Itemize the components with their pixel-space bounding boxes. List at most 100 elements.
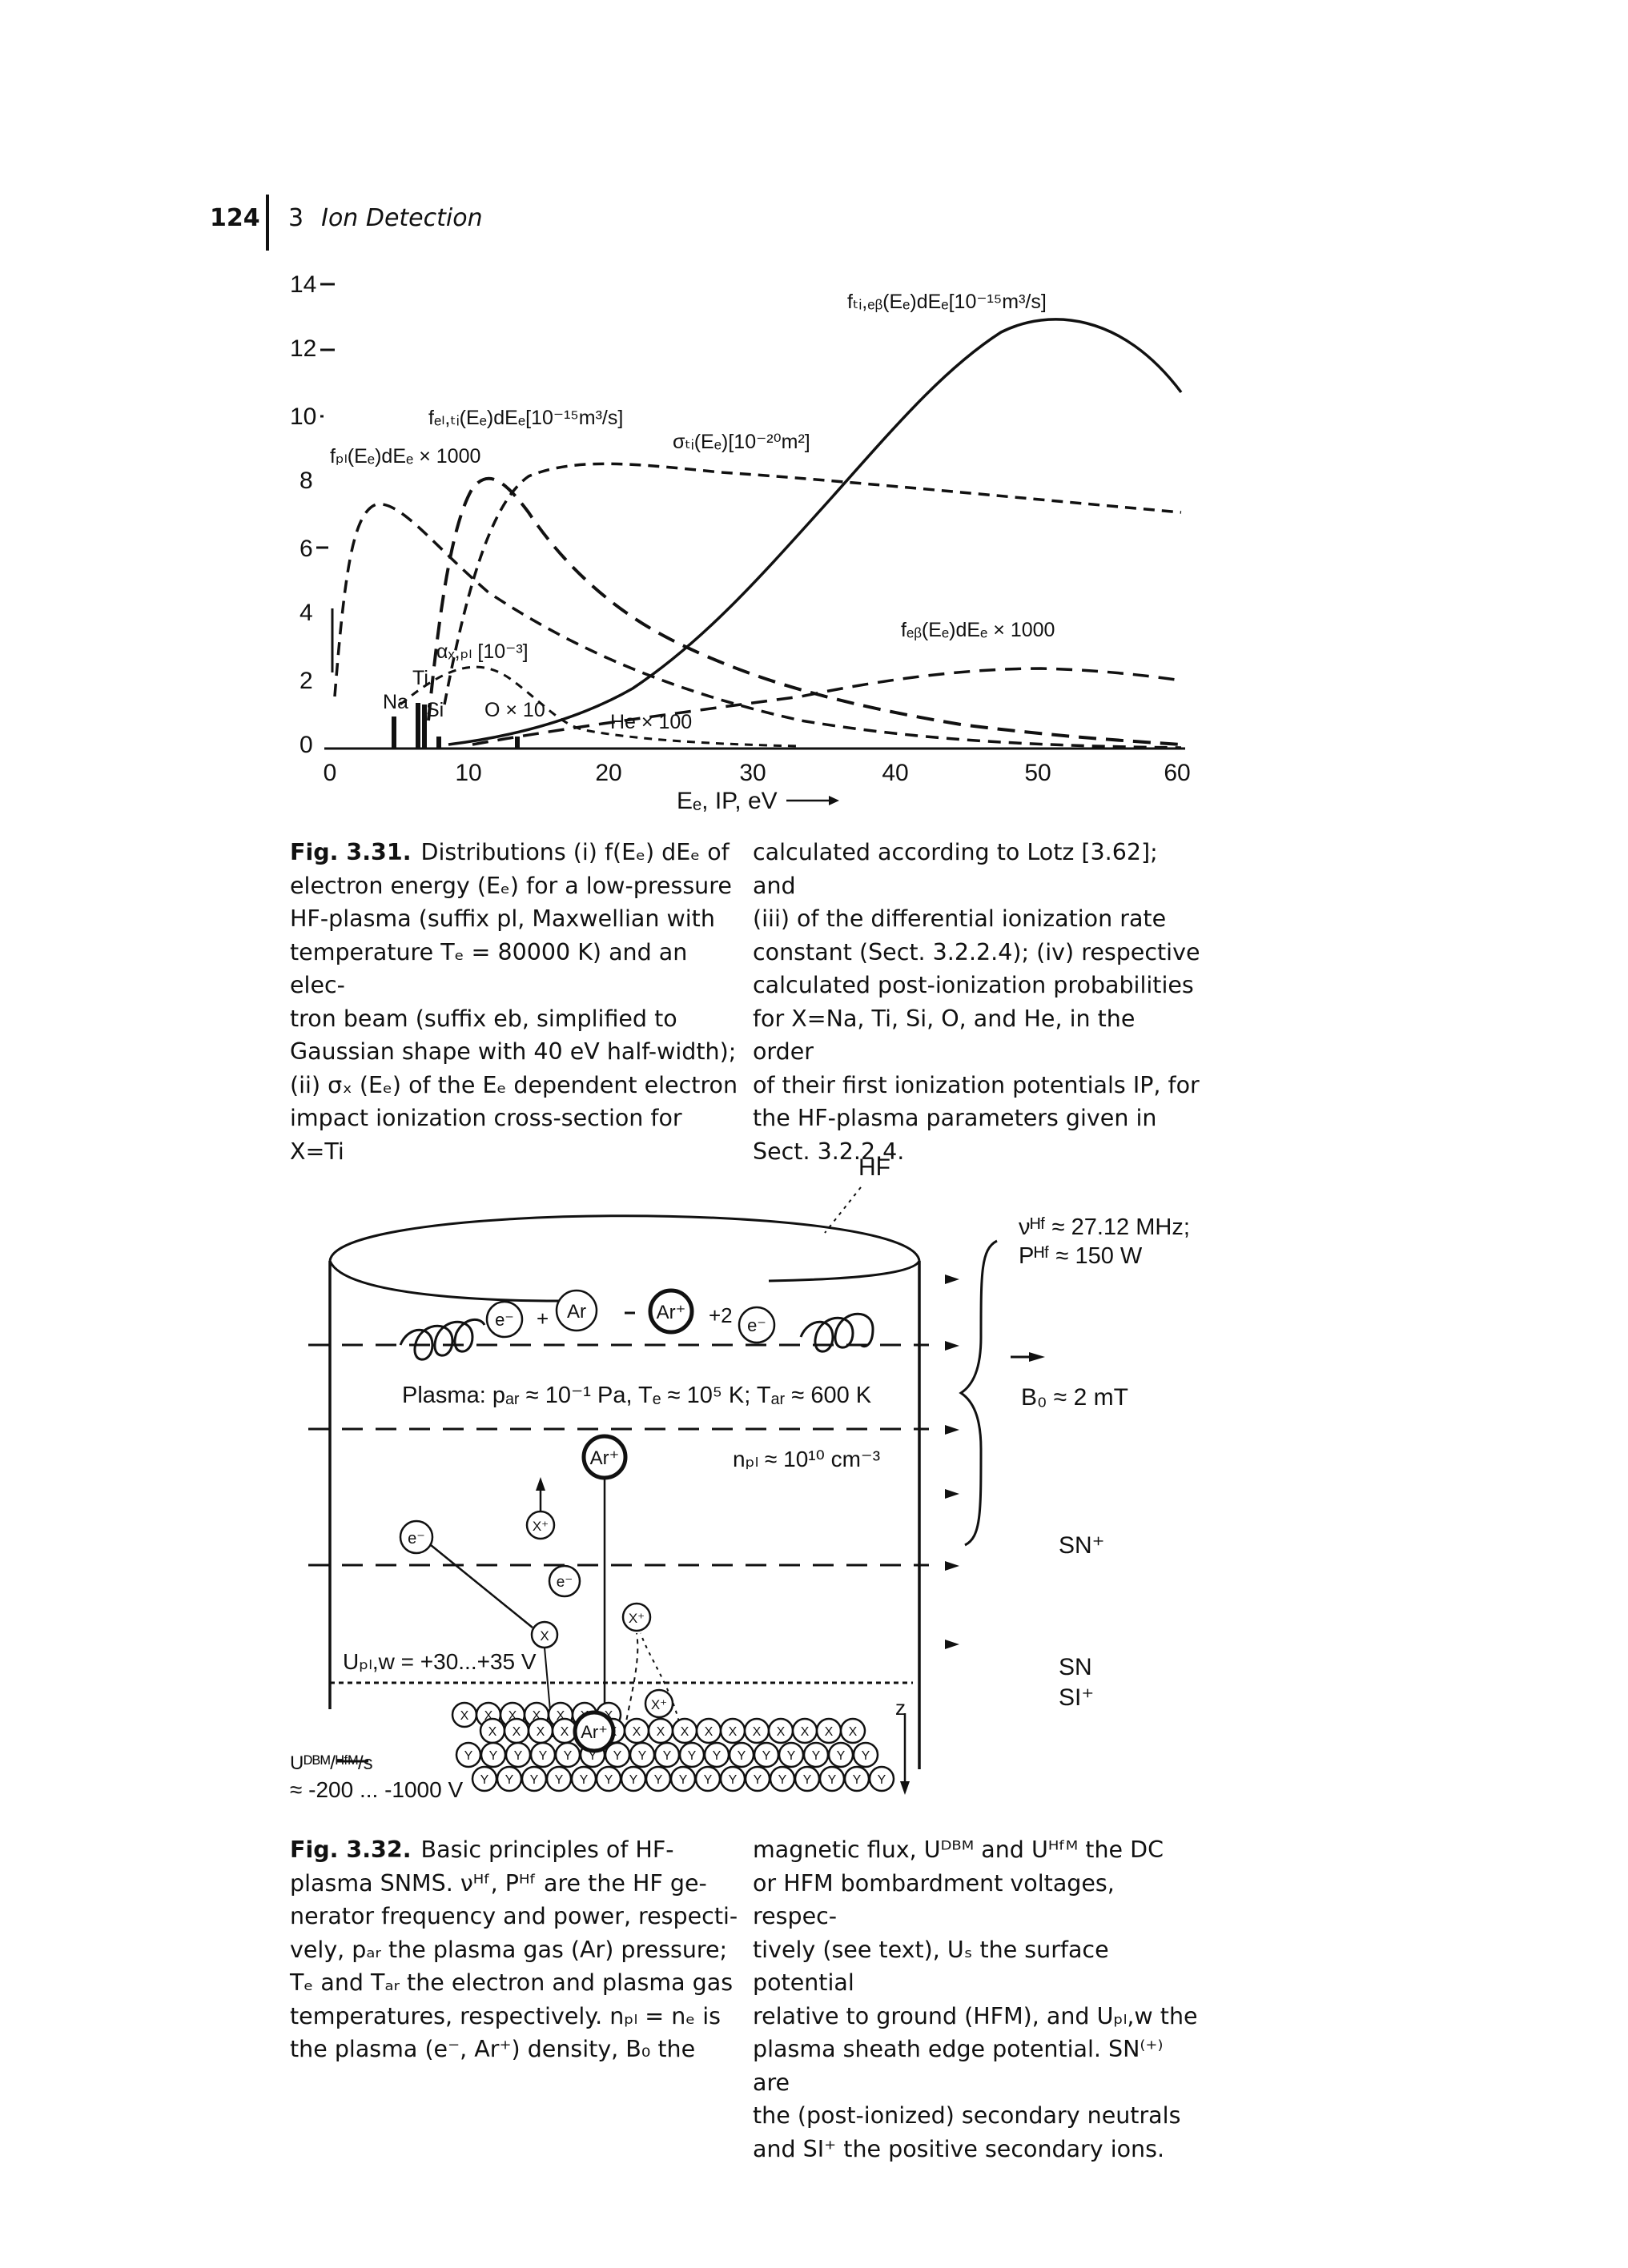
svg-text:Y: Y [803, 1773, 812, 1787]
label-O: O × 10 [484, 699, 545, 721]
svg-text:Y: Y [555, 1773, 564, 1787]
label-cross-section: σₜᵢ(Eₑ)[10⁻²⁰m²] [673, 431, 810, 453]
svg-text:Y: Y [580, 1773, 589, 1787]
svg-text:Ar⁺: Ar⁺ [657, 1302, 686, 1323]
atom-y: Y [455, 1741, 482, 1768]
page-number: 124 [210, 204, 260, 232]
label-postionization: αₓ,ₚₗ [10⁻³] [436, 640, 529, 663]
svg-text:X: X [729, 1725, 738, 1739]
x-tick: 20 [595, 760, 621, 786]
bombardment-voltage-value: ≈ -200 ... -1000 V [290, 1777, 463, 1802]
atom-y: Y [744, 1765, 771, 1792]
atom-y: Y [802, 1741, 830, 1768]
svg-text:X: X [705, 1725, 714, 1739]
y-tick: 0 [299, 732, 313, 758]
atom-x: X [743, 1717, 770, 1744]
svg-text:Ar⁺: Ar⁺ [590, 1447, 620, 1469]
atom-y: Y [778, 1741, 805, 1768]
svg-text:Y: Y [638, 1749, 647, 1763]
svg-text:Y: Y [564, 1749, 573, 1763]
svg-text:Ar: Ar [567, 1301, 586, 1323]
atom-y: Y [728, 1741, 755, 1768]
bombardment-voltage-label: Uᴰᴮᴹ/ᴴᶠᴹ/s [290, 1752, 373, 1774]
particle-argon-ion: Ar⁺ [648, 1288, 694, 1335]
y-tick: 4 [299, 600, 313, 626]
label-secondary-ions: SI⁺ [1059, 1684, 1094, 1711]
particle-argon-ion-implanted: Ar⁺ [573, 1710, 616, 1753]
svg-text:X: X [557, 1709, 565, 1723]
label-secondary-neutrals: SN [1059, 1654, 1092, 1680]
atom-x: X [815, 1717, 842, 1744]
x-tick: 10 [455, 760, 481, 786]
atom-x: X [527, 1717, 554, 1744]
z-label: z [895, 1696, 906, 1720]
x-tick: 60 [1164, 760, 1190, 786]
atom-y: Y [694, 1765, 722, 1792]
atom-y: Y [753, 1741, 780, 1768]
svg-text:Y: Y [505, 1773, 514, 1787]
svg-text:X: X [605, 1709, 613, 1723]
svg-text:Y: Y [878, 1773, 886, 1787]
y-tick: 8 [299, 468, 313, 494]
curve-plasma-rate [427, 476, 1182, 746]
curve-cross-section [443, 462, 1182, 705]
y-tick: 6 [299, 536, 313, 562]
svg-text:Y: Y [738, 1749, 746, 1763]
label-plasma-distribution: fₚₗ(Eₑ)dEₑ × 1000 [330, 445, 480, 468]
svg-text:Y: Y [514, 1749, 523, 1763]
y-tick: 12 [290, 335, 316, 362]
svg-text:Y: Y [812, 1749, 821, 1763]
y-tick: 14 [290, 271, 316, 298]
svg-text:X: X [657, 1725, 665, 1739]
svg-text:Y: Y [853, 1773, 862, 1787]
atom-y: Y [719, 1765, 746, 1792]
svg-text:X⁺: X⁺ [629, 1611, 645, 1626]
svg-text:X: X [460, 1709, 469, 1723]
b-field-brace [959, 1239, 998, 1547]
particle-electron: e⁻ [548, 1564, 581, 1598]
atom-y: Y [703, 1741, 730, 1768]
hf-power: Pᴴᶠ ≈ 150 W [1019, 1243, 1143, 1269]
atom-y: Y [843, 1765, 870, 1792]
svg-text:X: X [513, 1725, 521, 1739]
svg-text:e⁻: e⁻ [495, 1310, 514, 1330]
particle-electron: e⁻ [399, 1519, 434, 1555]
chamber-rim-front [328, 1260, 921, 1303]
svg-text:e⁻: e⁻ [557, 1574, 573, 1591]
svg-text:Y: Y [539, 1749, 548, 1763]
particle-argon-ion-incoming: Ar⁺ [581, 1434, 628, 1480]
particle-electron: e⁻ [738, 1306, 776, 1344]
atom-y: Y [653, 1741, 681, 1768]
svg-text:Y: Y [713, 1749, 722, 1763]
atom-x: X [647, 1717, 674, 1744]
atom-y: Y [868, 1765, 895, 1792]
svg-text:X: X [533, 1709, 541, 1723]
ionization-potential-bars [392, 703, 520, 749]
svg-text:+2: +2 [709, 1303, 733, 1327]
magnetic-flux: B₀ ≈ 2 mT [1021, 1384, 1128, 1411]
atom-y: Y [818, 1765, 846, 1792]
svg-text:Y: Y [862, 1749, 870, 1763]
atom-y: Y [827, 1741, 854, 1768]
svg-text:e⁻: e⁻ [408, 1530, 425, 1547]
label-He: He × 100 [610, 711, 692, 733]
svg-text:X: X [537, 1725, 545, 1739]
atom-y: Y [620, 1765, 647, 1792]
svg-text:Y: Y [605, 1773, 613, 1787]
atom-x: X [695, 1717, 722, 1744]
curve-postionization-probability [400, 665, 802, 748]
atom-y: Y [769, 1765, 796, 1792]
target-surface-lattice: XXXXXXXXXXXXXXXXXXXXXXXYYYYYYYYYYYYYYYYY… [451, 1701, 895, 1792]
label-Ti: Ti [412, 667, 428, 689]
svg-text:X: X [508, 1709, 517, 1723]
atom-y: Y [852, 1741, 879, 1768]
x-tick: 50 [1024, 760, 1051, 786]
atom-x: X [551, 1717, 578, 1744]
svg-text:Y: Y [629, 1773, 638, 1787]
curve-beam-distribution [472, 667, 1182, 746]
atom-y: Y [529, 1741, 557, 1768]
hf-leader [824, 1186, 862, 1234]
atom-x: X [671, 1717, 698, 1744]
particle-x-ion: X⁺ [525, 1510, 556, 1540]
